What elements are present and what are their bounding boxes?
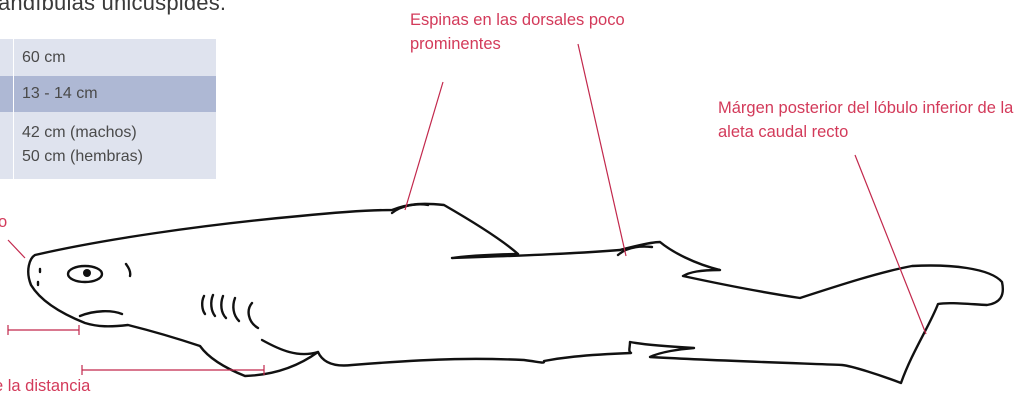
gill-slit-4 (232, 296, 241, 323)
table-cell-value: 42 cm (machos) 50 cm (hembras) (13, 112, 216, 179)
dorsal-fin-2 (616, 245, 654, 257)
pectoral-fin (260, 338, 320, 356)
label-espinas-dorsales: Espinas en las dorsales poco prominentes (410, 11, 625, 53)
value-line-females: 50 cm (hembras) (22, 148, 143, 165)
shark-body-outline (27, 202, 1004, 385)
gill-slit-3 (220, 294, 228, 320)
dorsal-fin-1 (390, 203, 430, 215)
label-partial-distancia: e la distancia (0, 377, 91, 395)
heading-text: andíbulas unicúspides. (0, 0, 227, 15)
spiracle (124, 262, 132, 278)
mouth-line (78, 310, 124, 318)
gill-slit-5 (247, 301, 260, 330)
label-partial-left: o (0, 213, 8, 231)
gill-slit-2 (210, 293, 217, 318)
pointer-line-snout (7, 239, 26, 259)
gill-slit-1 (201, 294, 207, 316)
pointer-line-dorsal-1 (404, 81, 444, 211)
label-margen-caudal: Márgen posterior del lóbulo inferior de … (718, 99, 1014, 141)
table-cell-label (0, 112, 13, 179)
value-line-males: 42 cm (machos) (22, 124, 137, 141)
eye-pupil (83, 269, 91, 277)
measurements-table: 60 cm 13 - 14 cm 42 cm (machos) 50 cm (h… (0, 39, 216, 179)
pointer-line-caudal (854, 154, 927, 335)
table-row: 60 cm (0, 39, 216, 76)
table-cell-label (0, 76, 13, 112)
eye-outline (66, 264, 104, 284)
table-row: 13 - 14 cm (0, 76, 216, 112)
table-row: 42 cm (machos) 50 cm (hembras) (0, 112, 216, 179)
pointer-line-dorsal-2 (577, 43, 627, 257)
table-cell-value: 60 cm (13, 39, 216, 76)
table-cell-value: 13 - 14 cm (13, 76, 216, 112)
table-cell-label (0, 39, 13, 76)
